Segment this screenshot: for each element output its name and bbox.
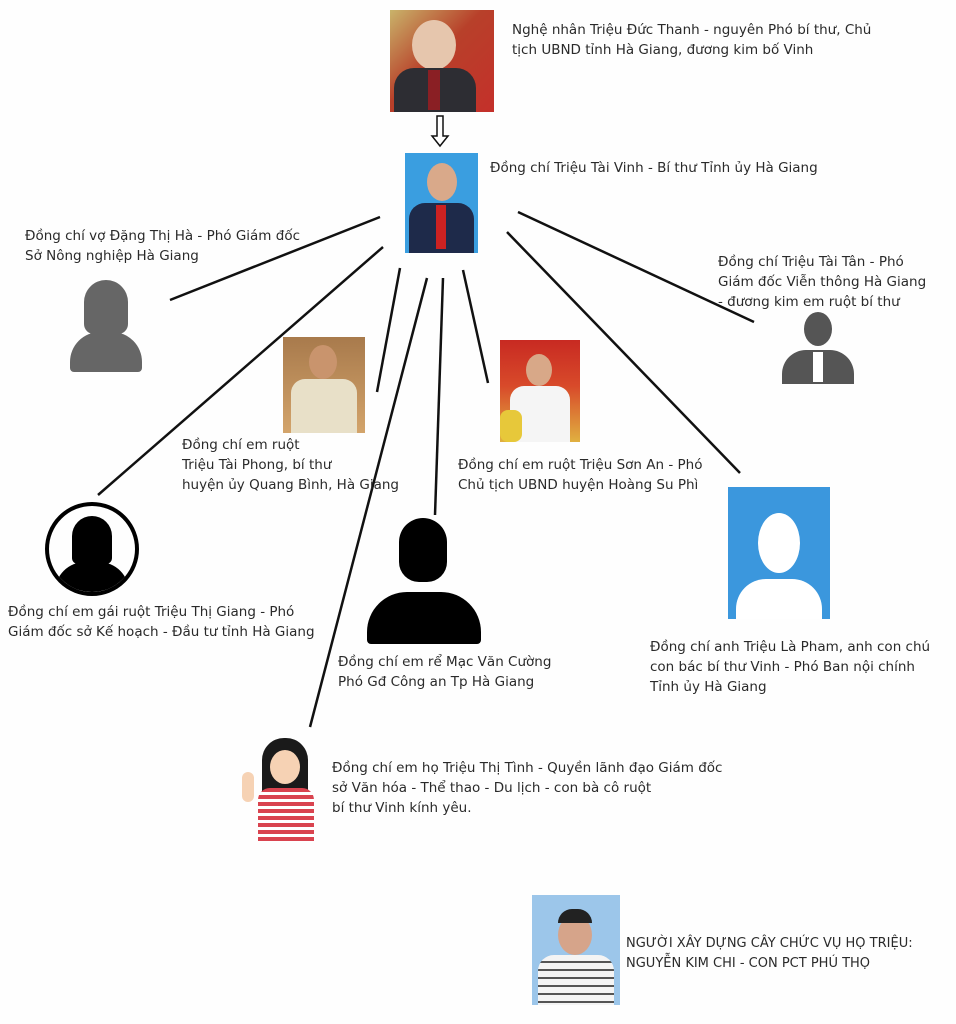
- down-arrow-icon: [430, 115, 450, 148]
- male-avatar-icon: [782, 312, 854, 384]
- photo-vinh: [405, 153, 478, 253]
- photo-phong: [283, 337, 365, 433]
- line-giang: [97, 246, 384, 496]
- label-tinh: Đồng chí em họ Triệu Thị Tình - Quyền lã…: [332, 760, 723, 816]
- label-phong: Đồng chí em ruột Triệu Tài Phong, bí thư…: [182, 437, 399, 493]
- label-tan: Đồng chí Triệu Tài Tân - Phó Giám đốc Vi…: [718, 254, 927, 310]
- line-son-an: [461, 269, 490, 384]
- line-tinh: [308, 277, 429, 728]
- photo-father: [390, 10, 494, 112]
- label-son-an: Đồng chí em ruột Triệu Sơn An - Phó Chủ …: [458, 457, 703, 493]
- line-wife: [169, 215, 381, 302]
- photo-son-an: [500, 340, 580, 442]
- line-pham: [506, 231, 741, 474]
- label-pham: Đồng chí anh Triệu Là Pham, anh con chú …: [650, 639, 931, 695]
- label-vinh: Đồng chí Triệu Tài Vinh - Bí thư Tỉnh ủy…: [490, 160, 818, 176]
- cartoon-girl-icon: [240, 738, 322, 842]
- line-cuong: [433, 277, 445, 516]
- blue-avatar-icon: [728, 487, 830, 619]
- label-giang: Đồng chí em gái ruột Triệu Thị Giang - P…: [8, 604, 315, 640]
- male-silhouette-icon: [367, 518, 481, 644]
- female-avatar-icon: [70, 280, 142, 372]
- line-tan: [517, 210, 755, 324]
- label-father: Nghệ nhân Triệu Đức Thanh - nguyên Phó b…: [512, 22, 872, 58]
- label-chi: NGƯỜI XÂY DỰNG CÂY CHỨC VỤ HỌ TRIỆU: NGU…: [626, 936, 913, 971]
- female-circle-avatar-icon: [45, 502, 139, 596]
- label-wife: Đồng chí vợ Đặng Thị Hà - Phó Giám đốc S…: [25, 228, 300, 264]
- label-cuong: Đồng chí em rể Mạc Văn Cường Phó Gđ Công…: [338, 654, 552, 690]
- photo-chi: [532, 895, 620, 1005]
- line-phong: [375, 267, 402, 393]
